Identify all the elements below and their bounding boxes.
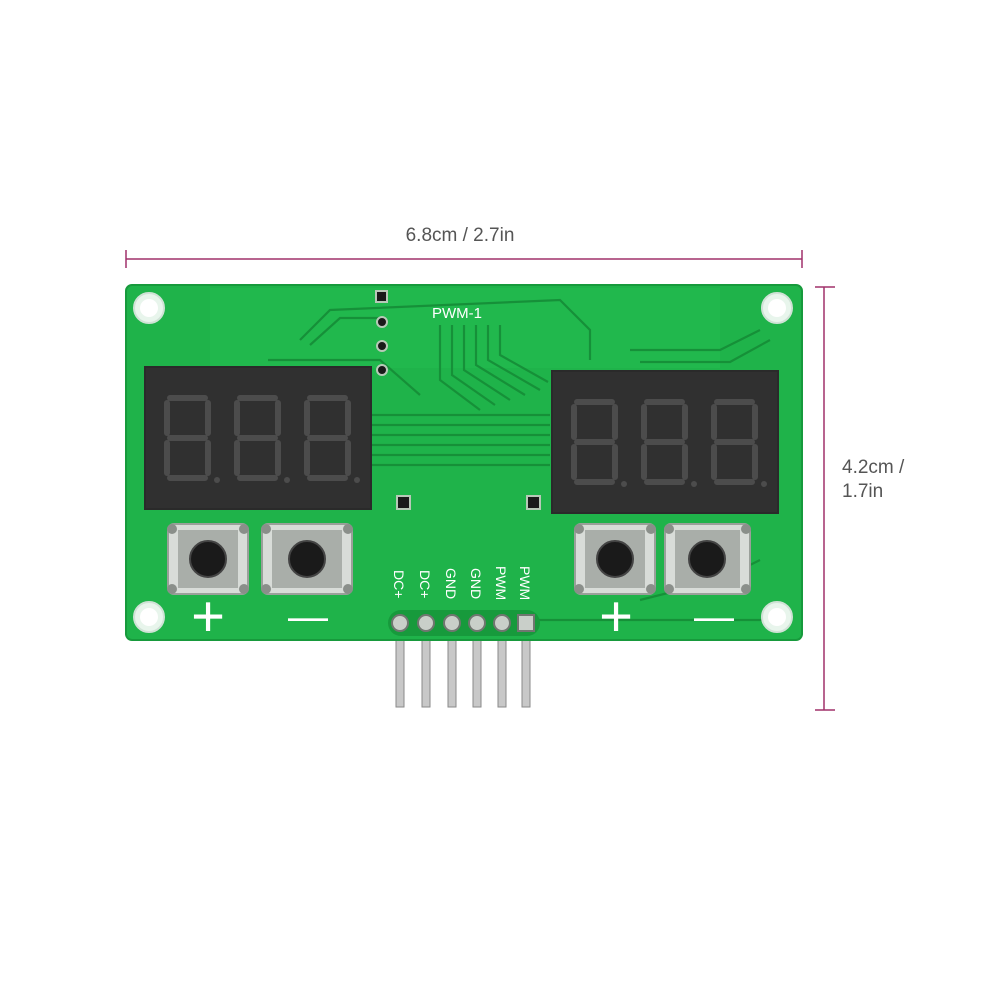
mounting-holes	[133, 292, 793, 633]
left-seven-segment-display	[144, 366, 372, 510]
pin-label-3: GND	[443, 568, 459, 599]
right-plus-button[interactable]	[574, 523, 656, 595]
pcb-traces	[268, 298, 780, 622]
right-minus-label: —	[694, 595, 734, 639]
height-dimension-label: 4.2cm / 1.7in	[842, 456, 982, 504]
header-pads	[388, 610, 540, 636]
width-dimension-label: 6.8cm / 2.7in	[405, 225, 515, 246]
right-minus-button[interactable]	[664, 523, 751, 595]
height-dimension-line1: 4.2cm /	[842, 457, 905, 478]
left-minus-button[interactable]	[261, 523, 353, 595]
width-dimension-line	[125, 250, 803, 268]
left-plus-button[interactable]	[167, 523, 249, 595]
pin-label-2: DC+	[417, 570, 433, 598]
height-dimension-line	[815, 286, 835, 711]
pcb-vias	[375, 290, 541, 510]
pin-label-1: DC+	[391, 570, 407, 598]
left-plus-label: +	[191, 584, 225, 649]
height-dimension-line2: 1.7in	[842, 480, 884, 502]
pin-labels: DC+ DC+ GND GND PWM PWM	[391, 566, 533, 600]
right-seven-segment-display	[551, 370, 779, 514]
right-plus-label: +	[599, 584, 633, 649]
pin-label-5: PWM	[493, 566, 509, 600]
pcb-title-label: PWM-1	[432, 305, 482, 322]
pin-label-4: GND	[468, 568, 484, 599]
header-pins	[395, 631, 531, 708]
left-minus-label: —	[288, 595, 328, 639]
pin-label-6: PWM	[517, 566, 533, 600]
